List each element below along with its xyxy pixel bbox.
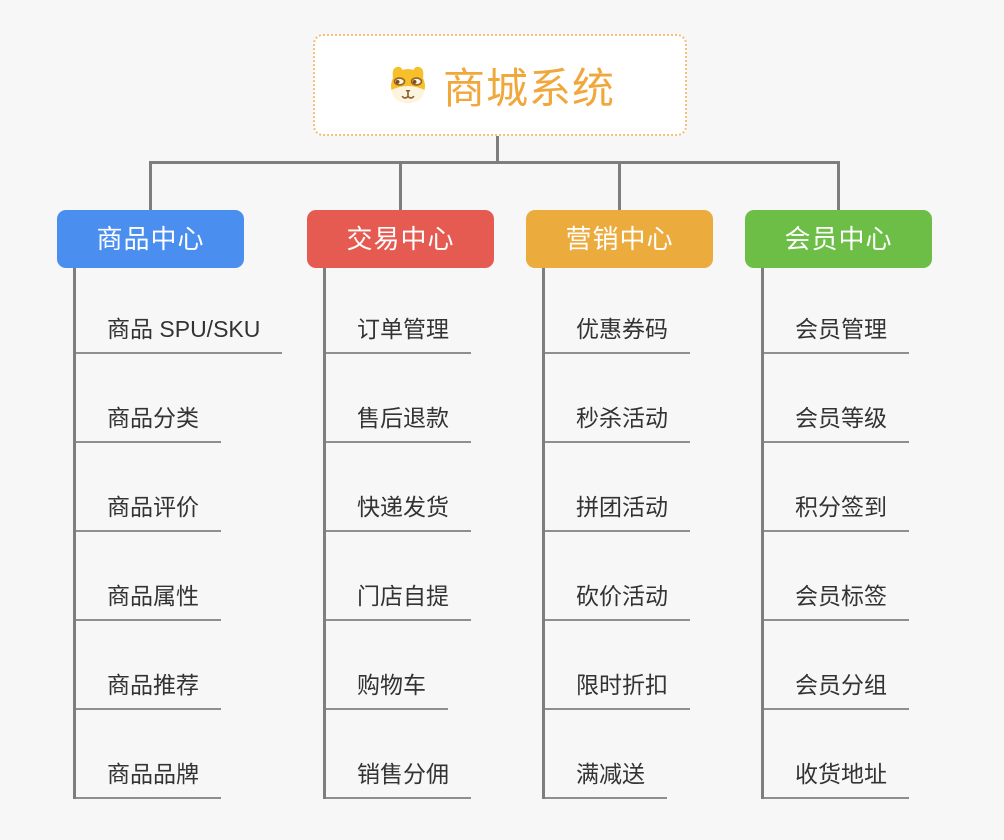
- leaf-label: 优惠券码: [542, 316, 690, 354]
- leaf-label: 会员管理: [761, 316, 909, 354]
- connector-drop-marketing: [618, 161, 621, 210]
- subtree-member-center: 会员管理 会员等级 积分签到 会员标签 会员分组 收货地址: [761, 268, 1004, 799]
- subtree-trade-center: 订单管理 售后退款 快递发货 门店自提 购物车 销售分佣: [323, 268, 573, 799]
- doge-face-icon: [385, 63, 431, 107]
- branch-node-trade-center[interactable]: 交易中心: [307, 210, 494, 268]
- leaf-label: 满减送: [542, 761, 667, 799]
- connector-drop-trade: [399, 161, 402, 210]
- leaf-node[interactable]: 商品 SPU/SKU: [73, 268, 323, 354]
- leaf-node[interactable]: 会员等级: [761, 354, 1004, 443]
- leaf-label: 商品品牌: [73, 761, 221, 799]
- leaf-label: 购物车: [323, 672, 448, 710]
- connector-horizontal-bar: [149, 161, 840, 164]
- leaf-label: 收货地址: [761, 761, 909, 799]
- branch-node-product-center[interactable]: 商品中心: [57, 210, 244, 268]
- root-node[interactable]: 商城系统: [313, 34, 687, 136]
- leaf-node[interactable]: 会员分组: [761, 621, 1004, 710]
- leaf-label: 销售分佣: [323, 761, 471, 799]
- leaf-node[interactable]: 拼团活动: [542, 443, 792, 532]
- branch-node-member-center[interactable]: 会员中心: [745, 210, 932, 268]
- leaf-node[interactable]: 限时折扣: [542, 621, 792, 710]
- leaf-label: 会员分组: [761, 672, 909, 710]
- branch-node-marketing-center[interactable]: 营销中心: [526, 210, 713, 268]
- leaf-node[interactable]: 商品品牌: [73, 710, 323, 799]
- leaf-node[interactable]: 满减送: [542, 710, 792, 799]
- leaf-node[interactable]: 积分签到: [761, 443, 1004, 532]
- root-title: 商城系统: [442, 64, 615, 112]
- leaf-label: 限时折扣: [542, 672, 690, 710]
- leaf-node[interactable]: 商品评价: [73, 443, 323, 532]
- leaf-label: 商品推荐: [73, 672, 221, 710]
- leaf-node[interactable]: 购物车: [323, 621, 573, 710]
- leaf-label: 会员等级: [761, 405, 909, 443]
- leaf-label: 商品属性: [73, 583, 221, 621]
- leaf-node[interactable]: 秒杀活动: [542, 354, 792, 443]
- leaf-label: 会员标签: [761, 583, 909, 621]
- leaf-node[interactable]: 销售分佣: [323, 710, 573, 799]
- leaf-label: 订单管理: [323, 316, 471, 354]
- leaf-node[interactable]: 门店自提: [323, 532, 573, 621]
- leaf-node[interactable]: 商品分类: [73, 354, 323, 443]
- leaf-label: 售后退款: [323, 405, 471, 443]
- leaf-label: 商品分类: [73, 405, 221, 443]
- connector-drop-product: [149, 161, 152, 210]
- connector-drop-member: [837, 161, 840, 210]
- leaf-node[interactable]: 会员标签: [761, 532, 1004, 621]
- leaf-node[interactable]: 砍价活动: [542, 532, 792, 621]
- leaf-label: 拼团活动: [542, 494, 690, 532]
- leaf-label: 商品评价: [73, 494, 221, 532]
- leaf-label: 砍价活动: [542, 583, 690, 621]
- leaf-node[interactable]: 优惠券码: [542, 268, 792, 354]
- leaf-node[interactable]: 会员管理: [761, 268, 1004, 354]
- leaf-node[interactable]: 快递发货: [323, 443, 573, 532]
- leaf-node[interactable]: 收货地址: [761, 710, 1004, 799]
- subtree-marketing-center: 优惠券码 秒杀活动 拼团活动 砍价活动 限时折扣 满减送: [542, 268, 792, 799]
- leaf-node[interactable]: 订单管理: [323, 268, 573, 354]
- leaf-label: 商品 SPU/SKU: [73, 316, 283, 354]
- leaf-node[interactable]: 商品属性: [73, 532, 323, 621]
- leaf-label: 秒杀活动: [542, 405, 690, 443]
- leaf-node[interactable]: 商品推荐: [73, 621, 323, 710]
- leaf-label: 门店自提: [323, 583, 471, 621]
- leaf-node[interactable]: 售后退款: [323, 354, 573, 443]
- leaf-label: 快递发货: [323, 494, 471, 532]
- leaf-label: 积分签到: [761, 494, 909, 532]
- subtree-product-center: 商品 SPU/SKU 商品分类 商品评价 商品属性 商品推荐 商品品牌: [73, 268, 323, 799]
- connector-root-drop: [496, 136, 499, 163]
